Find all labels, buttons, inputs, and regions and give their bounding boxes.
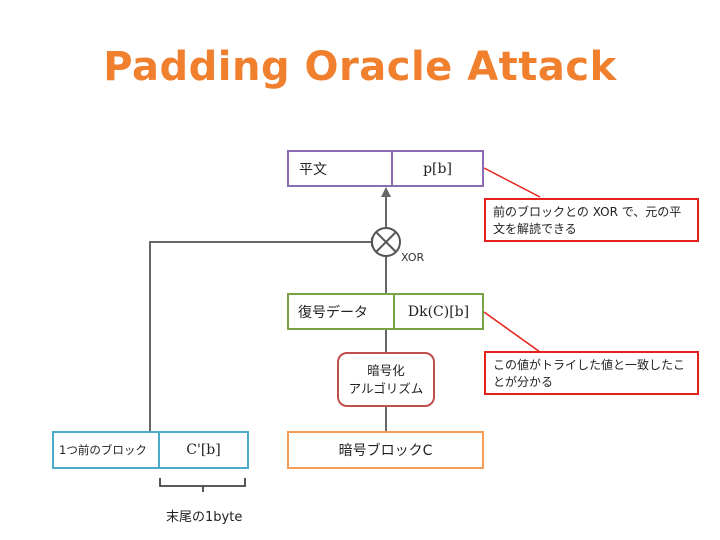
- note-bottom-line2: とが分かる: [493, 375, 554, 389]
- plaintext-box: 平文 p[b]: [287, 150, 484, 187]
- last-byte-label: 末尾の1byte: [166, 510, 243, 525]
- decrypted-box: 復号データ Dk(C)[b]: [287, 293, 484, 330]
- prev-block-label: 1つ前のブロック: [54, 433, 160, 467]
- note-top-line1: 前のブロックとの XOR で、元の平: [493, 205, 682, 219]
- last-byte-brace: [159, 478, 246, 492]
- cipher-block-label: 暗号ブロックC: [338, 443, 433, 459]
- algorithm-line2: アルゴリズム: [348, 380, 424, 396]
- plaintext-arrowhead: [381, 187, 391, 197]
- prev-block: 1つ前のブロック C'[b]: [52, 431, 249, 469]
- plaintext-value: p[b]: [423, 160, 452, 177]
- note-top-pointer: [483, 167, 541, 198]
- slide-title: Padding Oracle Attack: [103, 44, 617, 90]
- note-bottom-pointer: [483, 311, 541, 353]
- xor-label: XOR: [401, 251, 425, 264]
- note-top-line2: 文を解読できる: [493, 222, 577, 236]
- cipher-block: 暗号ブロックC: [287, 431, 484, 469]
- prev-block-wire: [149, 241, 371, 431]
- decrypted-value: Dk(C)[b]: [407, 303, 470, 320]
- note-top: 前のブロックとの XOR で、元の平 文を解読できる: [484, 198, 699, 242]
- note-bottom-line1: この値がトライした値と一致したこ: [493, 358, 686, 372]
- encryption-algorithm: 暗号化 アルゴリズム: [337, 352, 435, 407]
- note-bottom: この値がトライした値と一致したこ とが分かる: [484, 351, 699, 395]
- prev-block-value: C'[b]: [186, 442, 221, 458]
- algorithm-line1: 暗号化: [367, 362, 405, 378]
- decrypted-label: 復号データ: [289, 295, 395, 328]
- plaintext-label: 平文: [289, 152, 393, 185]
